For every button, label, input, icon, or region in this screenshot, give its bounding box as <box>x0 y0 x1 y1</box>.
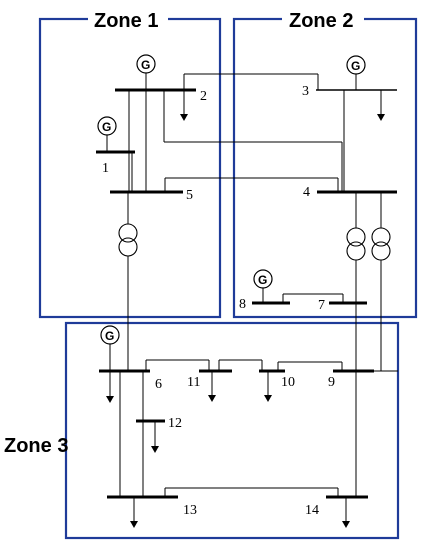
bus-5-label: 5 <box>186 188 193 203</box>
svg-text:G: G <box>102 120 111 134</box>
transformer-icon <box>346 192 366 371</box>
bus-11-label: 11 <box>187 375 200 390</box>
transformer-icon <box>371 192 391 371</box>
bus-2-label: 2 <box>200 89 207 104</box>
svg-text:G: G <box>258 273 267 287</box>
bus-3-label: 3 <box>302 84 309 99</box>
zone-3-box <box>64 321 400 540</box>
generator-icon: G <box>253 269 273 303</box>
bus-7-label: 7 <box>318 298 325 313</box>
bus-1-label: 1 <box>102 161 109 176</box>
svg-text:G: G <box>141 58 150 72</box>
zone-2-label: Zone 2 <box>289 10 353 32</box>
generator-icon: G <box>100 325 120 371</box>
bus-14-label: 14 <box>305 503 319 518</box>
load-arrow-icon <box>106 371 114 403</box>
load-arrow-icon <box>342 497 350 528</box>
generator-icon: G <box>136 54 156 90</box>
zone-1-label: Zone 1 <box>94 10 158 32</box>
transformer-icon <box>118 192 138 371</box>
load-arrow-icon <box>130 497 138 528</box>
bus-10-label: 10 <box>281 375 295 390</box>
load-arrow-icon <box>264 371 272 402</box>
bus-12-label: 12 <box>168 416 182 431</box>
generator-icon: G <box>346 55 366 90</box>
load-arrow-icon <box>151 421 159 453</box>
bus-13-label: 13 <box>183 503 197 518</box>
load-arrow-icon <box>180 90 188 121</box>
svg-text:G: G <box>351 59 360 73</box>
zone-3-label: Zone 3 <box>4 435 68 457</box>
bus-6-label: 6 <box>155 377 162 392</box>
bus-9-label: 9 <box>328 375 335 390</box>
generator-icon: G <box>97 116 117 152</box>
bus-8-label: 8 <box>239 297 246 312</box>
bus-4-label: 4 <box>303 185 310 200</box>
zone-1-box <box>38 17 222 319</box>
load-arrow-icon <box>208 371 216 402</box>
svg-text:G: G <box>105 329 114 343</box>
load-arrow-icon <box>377 90 385 121</box>
